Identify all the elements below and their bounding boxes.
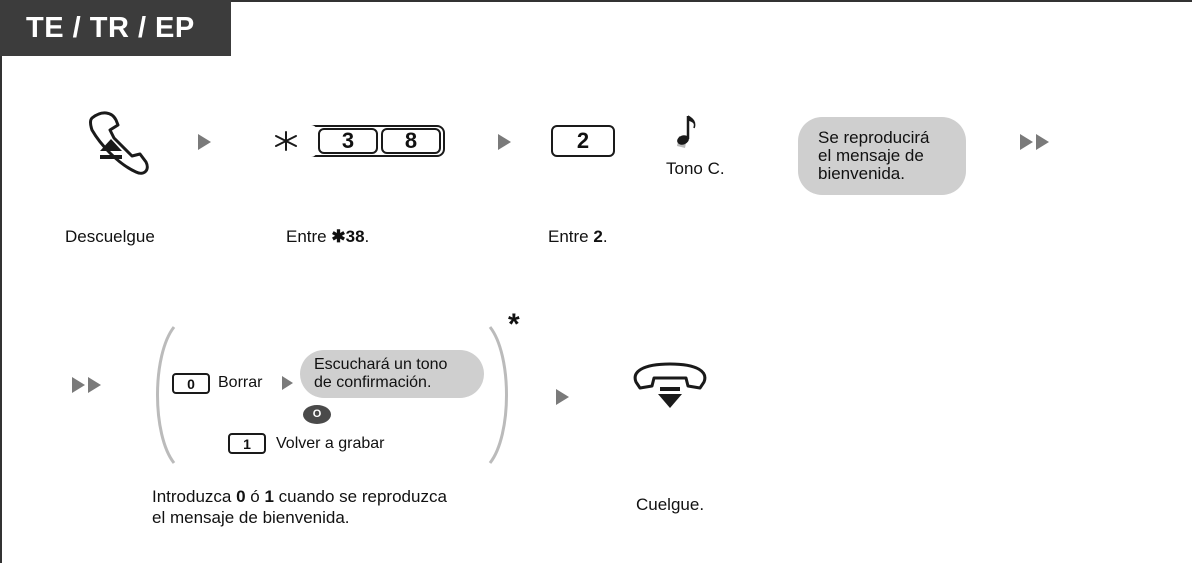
key-2: 2 bbox=[551, 125, 615, 157]
star-glyph-icon: ✱ bbox=[331, 227, 346, 246]
choice-caption: Introduzca 0 ó 1 cuando se reproduzca el… bbox=[152, 486, 447, 528]
star-key bbox=[255, 125, 317, 157]
confirmation-line: Escuchará un tono bbox=[314, 356, 448, 373]
confirmation-line: de confirmación. bbox=[314, 374, 432, 391]
key-3: 3 bbox=[318, 128, 378, 154]
enter-feature-caption: Entre ✱38. bbox=[286, 227, 370, 246]
left-parenthesis bbox=[156, 326, 176, 464]
flow-arrow bbox=[282, 376, 293, 390]
header-tab: TE / TR / EP bbox=[0, 0, 231, 56]
rerecord-label: Volver a grabar bbox=[276, 435, 385, 452]
hangup-caption: Cuelgue. bbox=[636, 495, 705, 514]
flow-arrow bbox=[1036, 134, 1049, 150]
offhook-caption: Descuelgue bbox=[65, 227, 155, 246]
music-note-icon bbox=[677, 115, 696, 148]
or-badge: O bbox=[303, 405, 331, 424]
message-line: Se reproducirá bbox=[818, 128, 930, 147]
flow-arrow bbox=[556, 389, 569, 405]
key-8: 8 bbox=[381, 128, 441, 154]
message-line: bienvenida. bbox=[818, 164, 905, 183]
key-1: 1 bbox=[228, 433, 266, 454]
handset-offhook-icon bbox=[89, 111, 149, 175]
flow-arrow bbox=[72, 377, 85, 393]
message-bubble: Se reproducirá el mensaje de bienvenida. bbox=[798, 117, 966, 195]
flow-arrow bbox=[88, 377, 101, 393]
flow-arrow bbox=[198, 134, 211, 150]
choice-caption-line2: el mensaje de bienvenida. bbox=[152, 508, 350, 527]
star-key-icon bbox=[275, 131, 297, 151]
confirmation-bubble: Escuchará un tono de confirmación. bbox=[300, 350, 484, 398]
message-line: el mensaje de bbox=[818, 146, 924, 165]
delete-label: Borrar bbox=[218, 374, 263, 391]
key-0: 0 bbox=[172, 373, 210, 394]
handset-onhook-icon bbox=[633, 362, 707, 408]
repeat-asterisk: * bbox=[508, 308, 520, 341]
choice-caption-line1: Introduzca 0 ó 1 cuando se reproduzca bbox=[152, 487, 447, 506]
flow-arrow bbox=[498, 134, 511, 150]
enter-two-caption: Entre 2. bbox=[548, 227, 608, 246]
right-parenthesis bbox=[488, 326, 508, 464]
flow-arrow bbox=[1020, 134, 1033, 150]
tone-label: Tono C. bbox=[666, 159, 725, 178]
